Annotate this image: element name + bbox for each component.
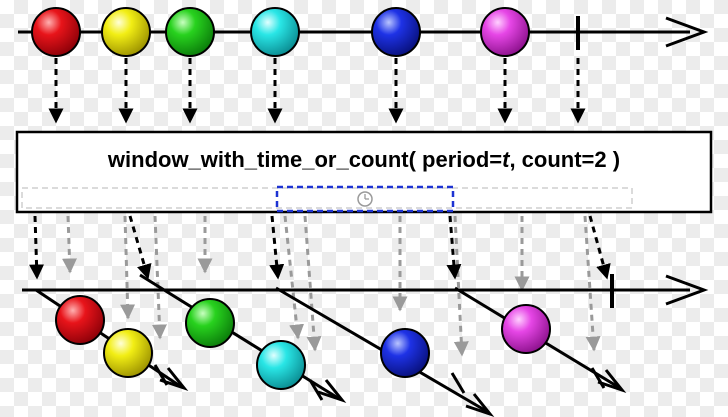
window-3-close-tick <box>450 372 466 394</box>
window-open-arrows <box>29 215 611 280</box>
operator-box: window_with_time_or_count( period=t, cou… <box>15 130 713 214</box>
window-1-close-tick <box>153 364 169 386</box>
window-4-close-tick <box>590 367 606 389</box>
source-marble-green <box>165 7 215 57</box>
source-marbles <box>31 7 530 57</box>
input-arrows <box>48 58 586 124</box>
window-1 <box>35 288 189 392</box>
window-4-marble-magenta <box>501 304 551 354</box>
window-3-marble-blue <box>380 328 430 378</box>
clock-icon <box>357 191 373 207</box>
source-marble-blue <box>371 7 421 57</box>
window-2-close-tick <box>308 379 324 401</box>
operator-label: window_with_time_or_count( period=t, cou… <box>107 147 620 172</box>
source-marble-cyan <box>250 7 300 57</box>
window-4 <box>454 286 627 394</box>
window-2 <box>139 273 347 404</box>
window-1-marble-yellow <box>103 328 153 378</box>
output-timeline <box>22 274 709 308</box>
window-3 <box>275 286 495 417</box>
window-content-arrows <box>62 215 601 357</box>
window-2-marble-green <box>185 298 235 348</box>
source-marble-magenta <box>480 7 530 57</box>
window-1-marble-red <box>55 295 105 345</box>
window-2-marble-cyan <box>256 340 306 390</box>
source-marble-yellow <box>101 7 151 57</box>
source-marble-red <box>31 7 81 57</box>
